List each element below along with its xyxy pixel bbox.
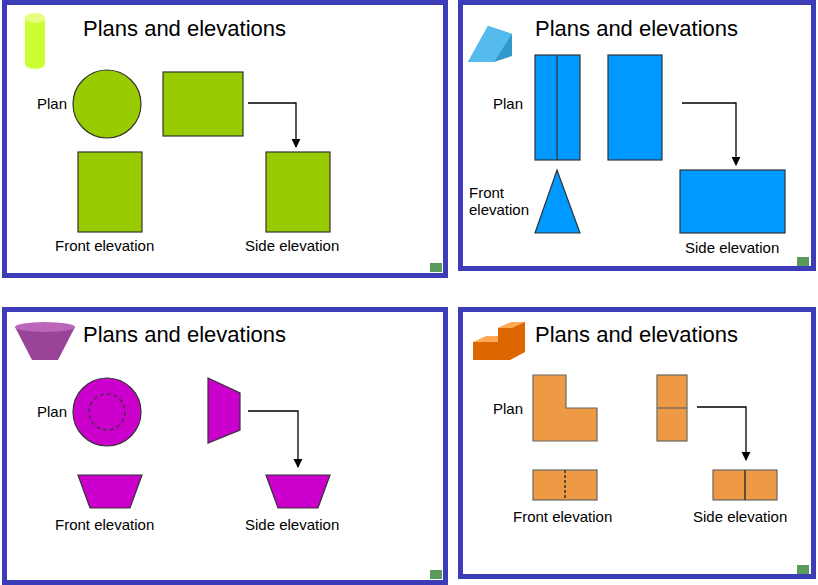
frustum-views: [15, 322, 442, 579]
view-label: Plan: [493, 400, 523, 417]
slide-panel: Plans and elevationsPlanFront elevation S…: [458, 307, 816, 579]
prism-views: [468, 26, 809, 266]
slide-title: Plans and elevations: [535, 322, 738, 347]
view-label: Side elevation: [245, 516, 339, 533]
slide-title: Plans and elevations: [83, 16, 286, 41]
view-label: Plan: [37, 403, 67, 420]
view-label: Front elevation: [55, 237, 154, 254]
view-label: Side elevation: [693, 508, 787, 525]
slide-panel: Plans and elevationsPlanFront elevation S…: [2, 307, 448, 585]
view-label: Side elevation: [685, 239, 779, 256]
slide-title: Plans and elevations: [83, 322, 286, 347]
view-label: Side elevation: [245, 237, 339, 254]
view-label: Front elevation: [513, 508, 612, 525]
l-block-views: [473, 322, 809, 574]
cylinder-views: [25, 13, 442, 272]
slide-panel: Plans and elevationsPlanFront elevationS…: [458, 0, 816, 271]
view-label: Plan: [37, 95, 67, 112]
slide-panel: Plans and elevationsPlanFront elevation S…: [2, 0, 448, 278]
view-label: Front elevation: [469, 184, 533, 219]
view-label: Front elevation: [55, 516, 154, 533]
slide-title: Plans and elevations: [535, 16, 738, 41]
view-label: Plan: [493, 95, 523, 112]
